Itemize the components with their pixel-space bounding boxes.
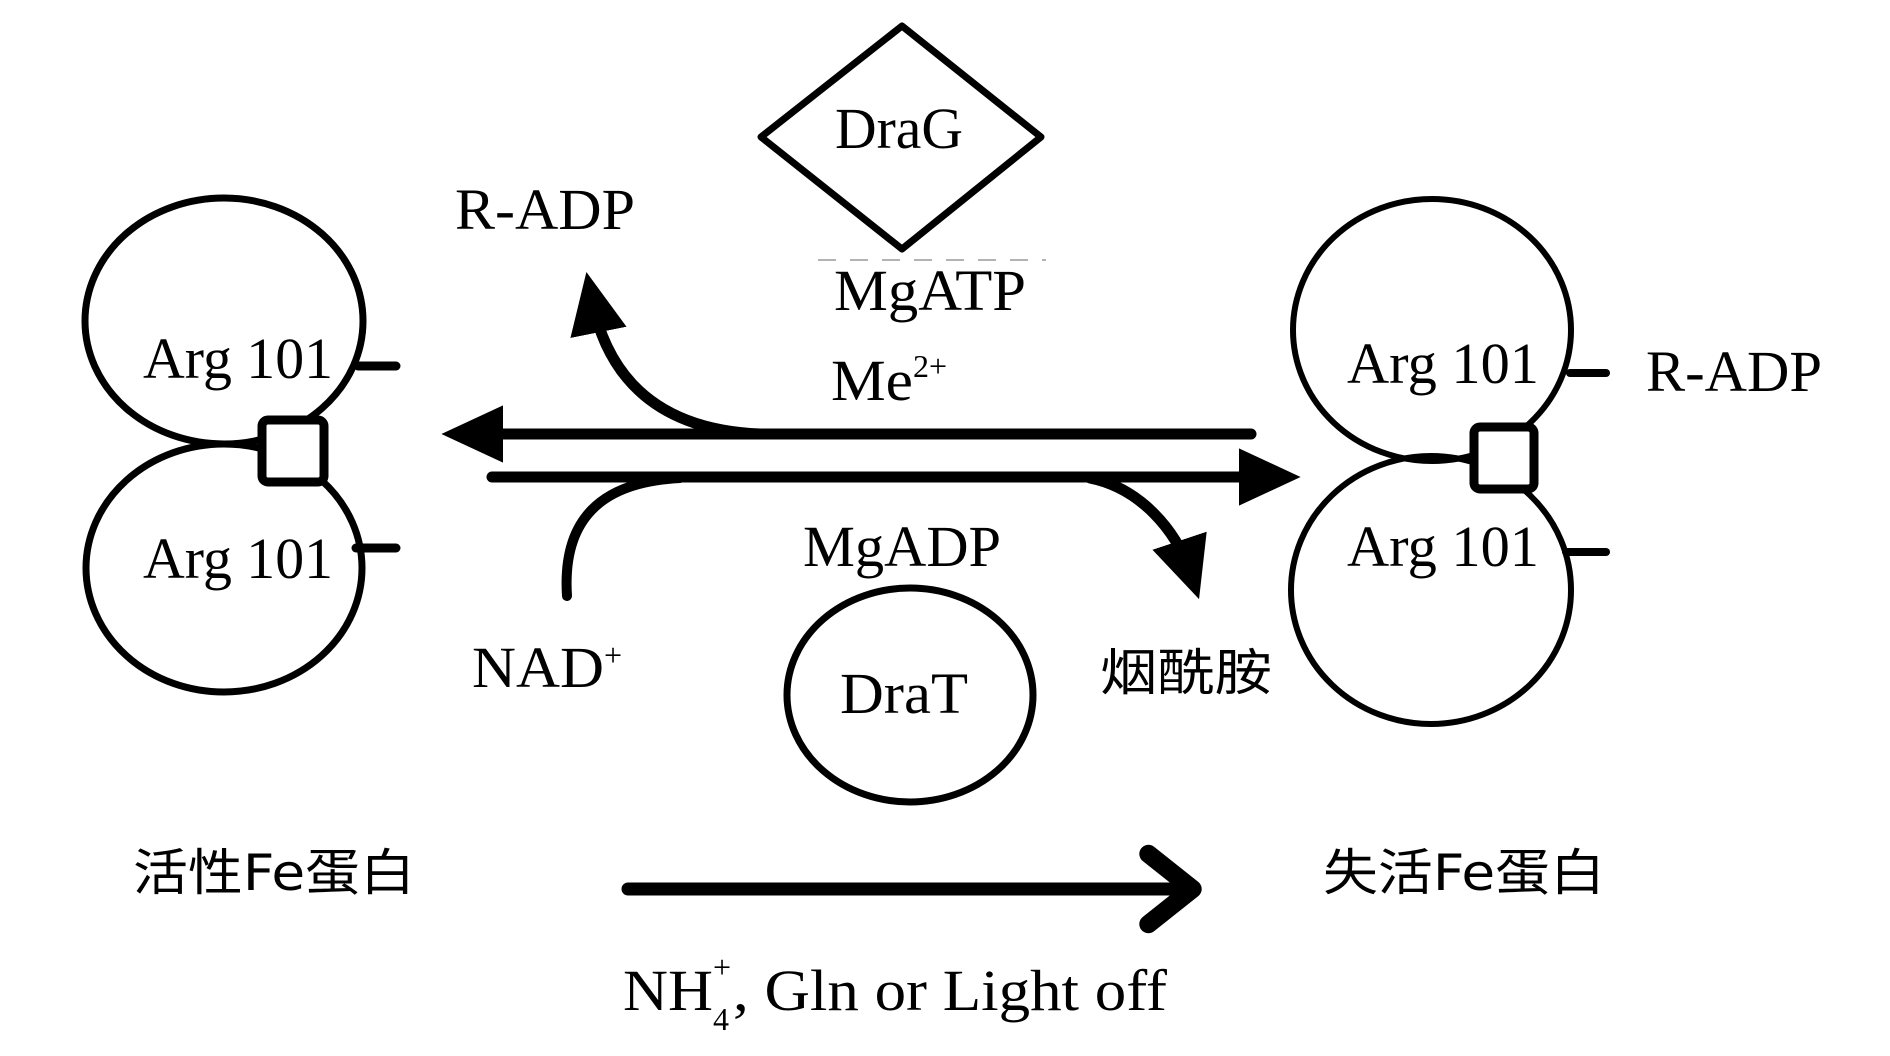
ammonium-charge: + — [713, 949, 731, 985]
r-adp-release-curve-arrow — [570, 271, 766, 440]
fe-s-cluster-square — [257, 415, 329, 487]
ammonium-subscript: 4 — [713, 1001, 729, 1037]
drat-enzyme: DraT — [783, 584, 1037, 806]
subunit-lower-circle — [1288, 453, 1574, 727]
drag-enzyme: DraG — [757, 22, 1045, 253]
subunit-lower-circle — [82, 440, 366, 696]
active-fe-protein: Arg 101 Arg 101 — [81, 194, 401, 696]
condition-label: NH 4 + , Gln or Light off — [623, 949, 1168, 1037]
nad-uptake-curve — [561, 473, 685, 601]
nad-charge: + — [604, 637, 622, 673]
metal-ion-label: Me — [831, 348, 913, 413]
r-adp-label-right: R-ADP — [1646, 339, 1822, 404]
subunit-upper-circle — [1290, 196, 1574, 464]
drag-label: DraG — [835, 96, 963, 161]
metal-ion-charge: 2+ — [913, 348, 947, 384]
arg101-label-lower: Arg 101 — [143, 526, 333, 591]
lower-reaction-arrow — [486, 448, 1301, 601]
inactive-fe-protein: Arg 101 Arg 101 R-ADP — [1288, 196, 1822, 727]
nad-label: NAD — [472, 635, 604, 700]
mgadp-label: MgADP — [803, 514, 1001, 579]
r-adp-label-released: R-ADP — [455, 177, 635, 242]
nicotinamide-release-curve-arrow — [1084, 472, 1207, 600]
fe-s-cluster-square — [1469, 422, 1539, 494]
arg101-label-upper: Arg 101 — [143, 326, 333, 391]
drat-label: DraT — [840, 661, 968, 726]
upper-reaction-arrow — [441, 271, 1257, 463]
mgatp-label: MgATP — [834, 258, 1026, 323]
subunit-upper-circle — [81, 194, 367, 448]
condition-rest-label: , Gln or Light off — [733, 958, 1168, 1023]
ammonium-label: NH — [623, 958, 713, 1023]
arg101-label-upper: Arg 101 — [1347, 331, 1539, 396]
nicotinamide-label: 烟酰胺 — [1100, 644, 1272, 702]
active-fe-protein-caption: 活性Fe蛋白 — [133, 844, 415, 902]
drat-circle — [783, 584, 1037, 806]
inactive-fe-protein-caption: 失活Fe蛋白 — [1323, 844, 1605, 902]
arg101-label-lower: Arg 101 — [1347, 514, 1539, 579]
drag-diamond — [757, 22, 1045, 253]
